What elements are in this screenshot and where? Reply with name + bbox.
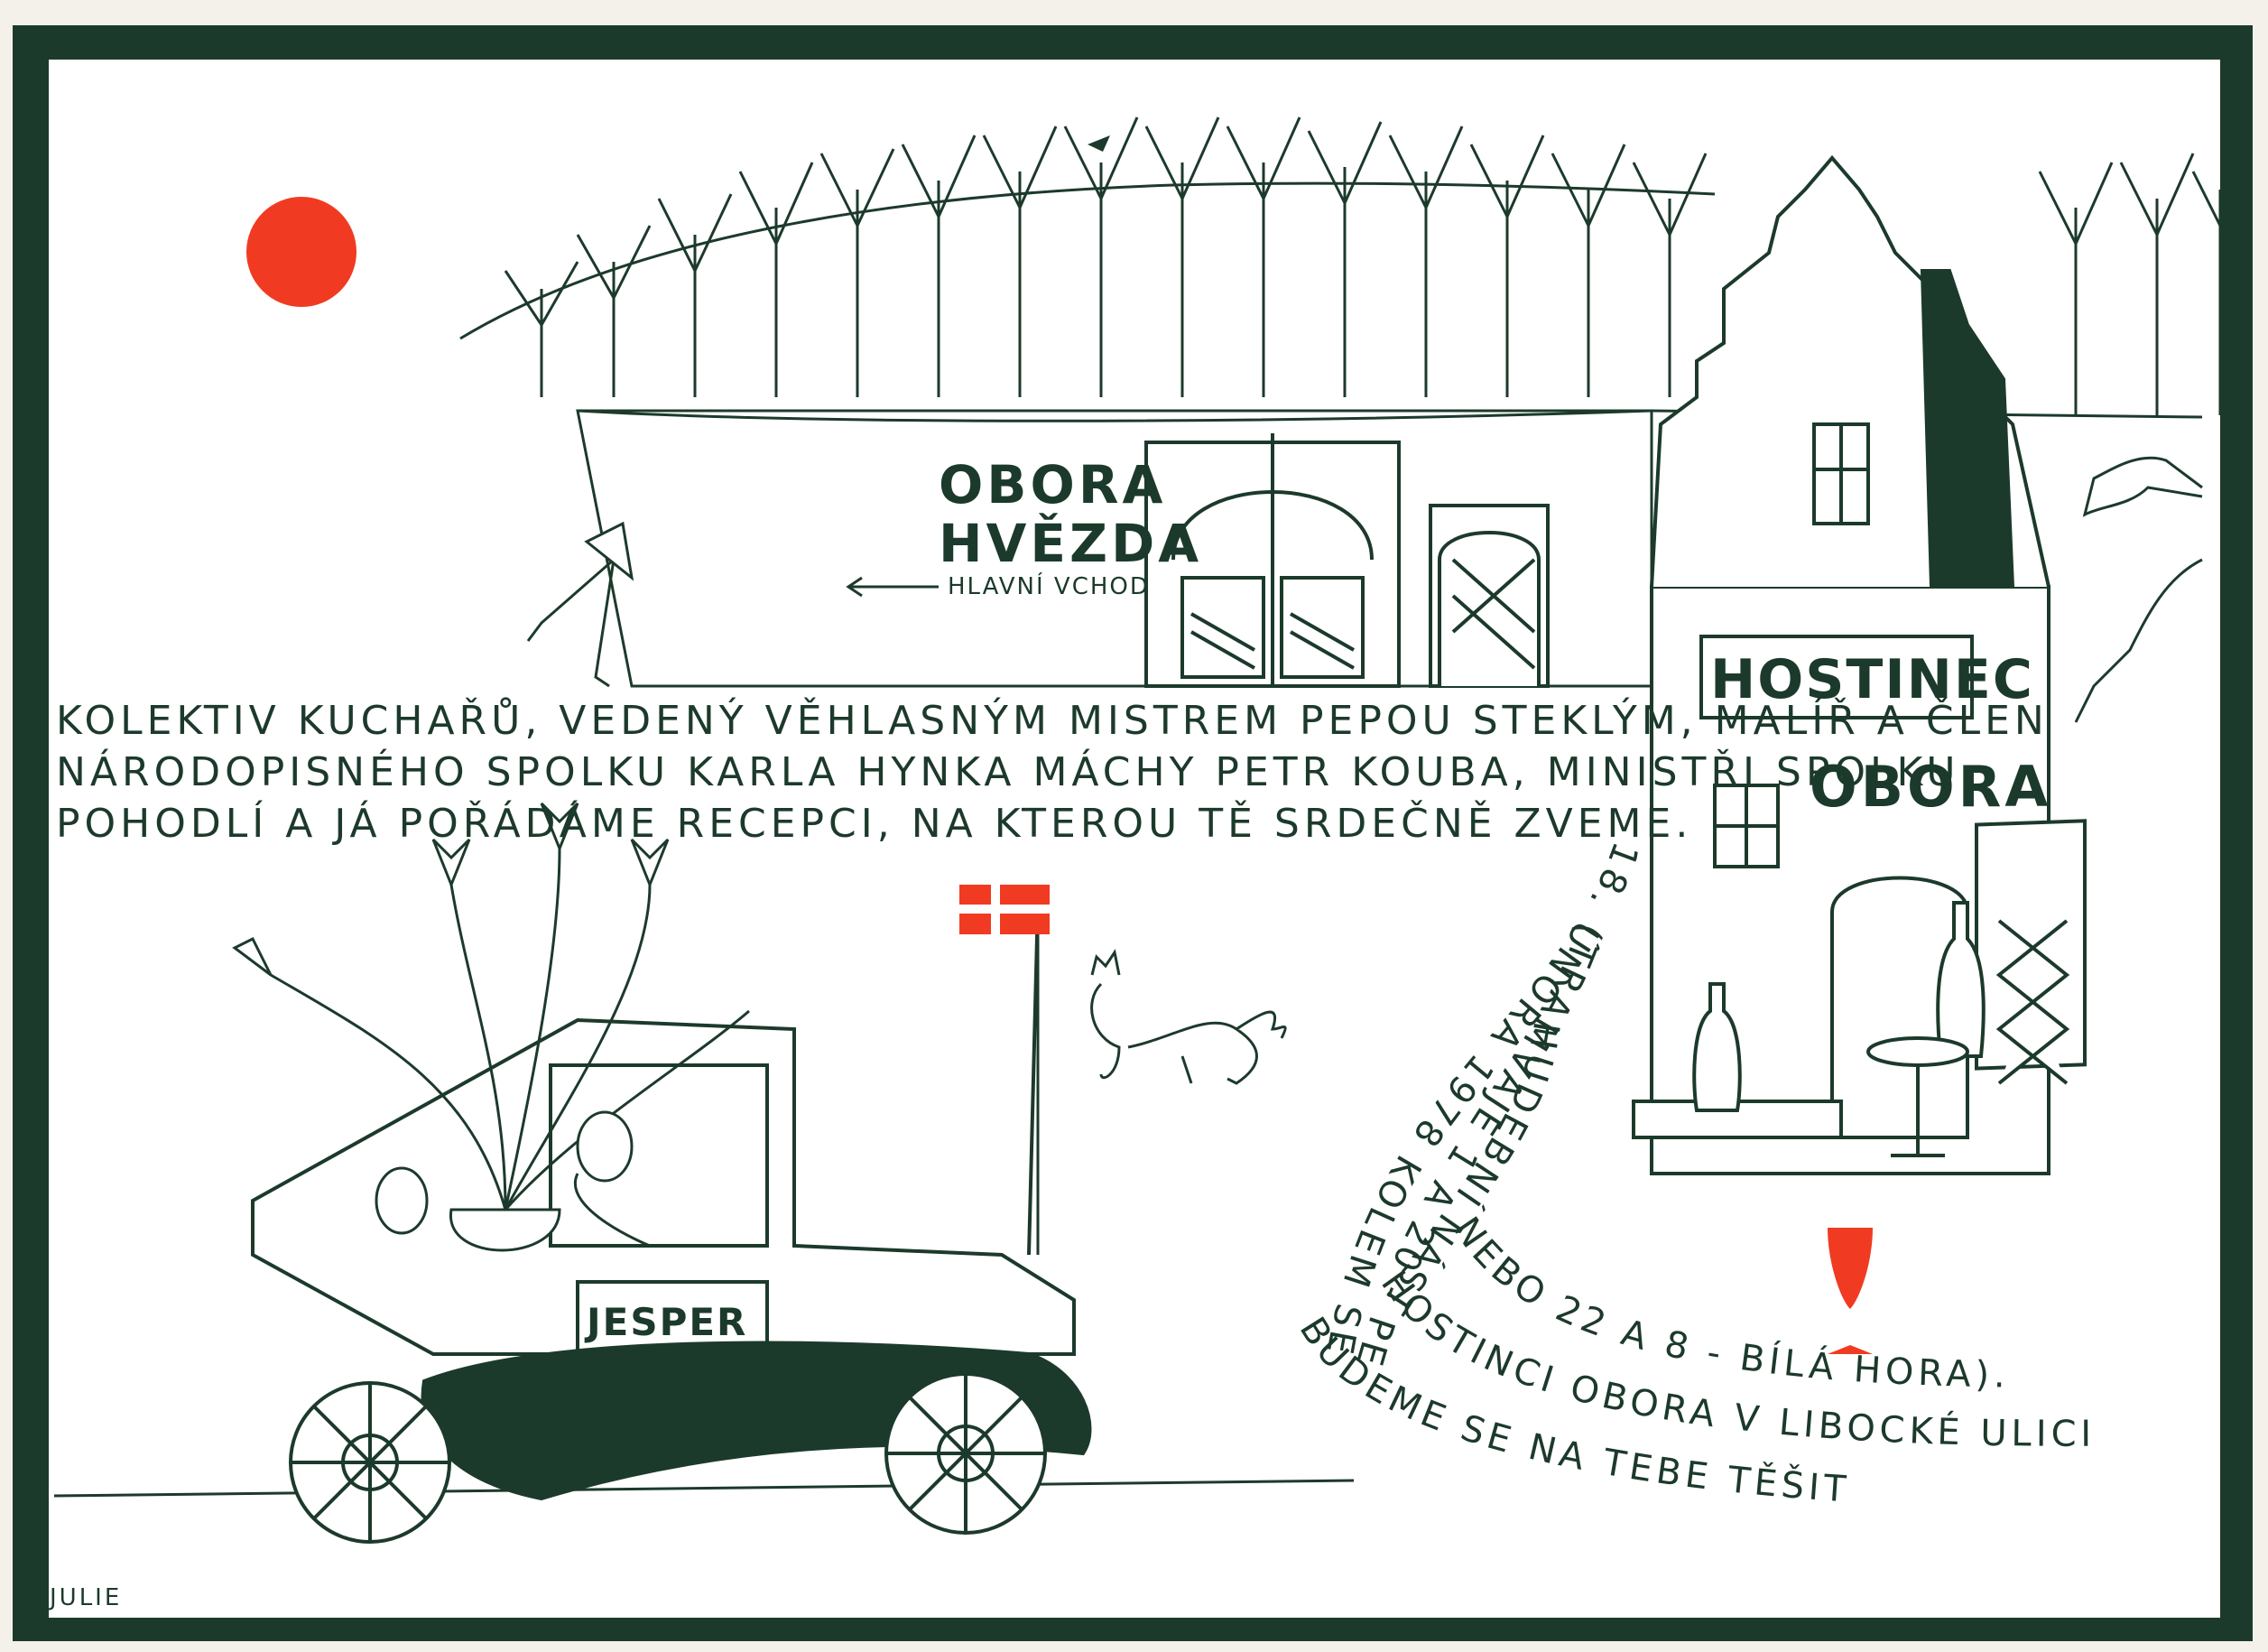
horse-icon [2074, 456, 2203, 723]
walking-figure [526, 521, 634, 688]
ground-line [53, 1479, 1355, 1498]
main-entrance-label: HLAVNÍ VCHOD [948, 573, 1150, 600]
bird-icon [1088, 135, 1110, 152]
car [251, 902, 1092, 1544]
invitation-line-3: POHODLÍ A JÁ POŘÁDÁME RECEPCI, NA KTEROU… [56, 801, 1693, 847]
wine-glass-icon [1828, 1228, 1873, 1354]
signature: JULIE [50, 1584, 123, 1611]
gate-sign-line2: HVĚZDA [939, 513, 1203, 574]
bottles [1692, 901, 1986, 1157]
car-label: JESPER [587, 1300, 748, 1344]
danish-flag-icon [959, 885, 1050, 1255]
invitation-line-2: NÁRODOPISNÉHO SPOLKU KARLA HYNKA MÁCHY P… [56, 749, 1960, 795]
arrow-icon [846, 576, 939, 598]
inn-name: OBORA [1810, 754, 2052, 820]
invitation-line-1: KOLEKTIV KUCHAŘŮ, VEDENÝ VĚHLASNÝM MISTR… [56, 698, 2049, 744]
tree-line [459, 116, 2222, 415]
ornate-gate [1144, 433, 1550, 688]
sun-icon [246, 197, 356, 307]
cat-icon [1090, 949, 1287, 1085]
passengers [375, 1110, 651, 1248]
plant [232, 802, 750, 1252]
gate-sign-line1: OBORA [939, 454, 1167, 515]
inn-sign: HOSTINEC [1710, 648, 2034, 711]
